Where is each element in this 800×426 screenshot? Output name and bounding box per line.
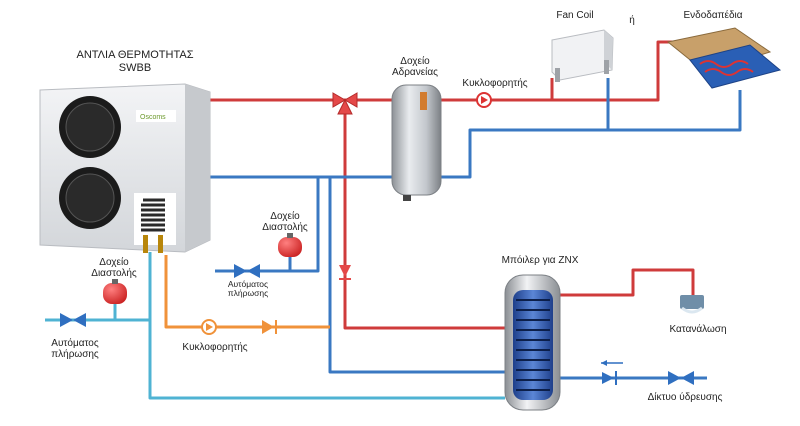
circulator-bottom-label: Κυκλοφορητής	[182, 342, 248, 353]
faucet-icon	[680, 295, 704, 314]
pipe-hot-3way-to-boiler	[343, 110, 505, 330]
underfloor-label: Ενδοδαπέδια	[683, 10, 743, 21]
check-valve-icon	[339, 265, 351, 280]
auto-fill-left-label-line-2: πλήρωσης	[51, 349, 99, 360]
pipe-hot-dhw-outlet	[560, 268, 695, 297]
dhw-boiler	[504, 274, 561, 411]
pipes	[45, 40, 742, 400]
fan-coil-label: Fan Coil	[556, 10, 594, 21]
expansion-tank-left-label-line-1: Δοχείο	[99, 257, 129, 268]
circulator-pump-icon-top	[476, 92, 492, 108]
coil-heat-exchanger	[134, 193, 176, 253]
water-network-label: Δίκτυο ύδρευσης	[647, 392, 723, 403]
heat-pump-unit: Oscoms	[39, 83, 211, 253]
or-label: ή	[629, 15, 635, 26]
circulator-top-label: Κυκλοφορητής	[462, 78, 528, 89]
fan-coil-unit	[551, 29, 614, 82]
pipe-cyan-bottom	[148, 320, 505, 400]
buffer-tank	[391, 84, 442, 201]
auto-fill-mid-label-line-1: Αυτόματος	[227, 279, 269, 289]
expansion-tank-mid-label: Δοχείο Διαστολής	[255, 211, 315, 233]
heat-pump-title-line-1: ΑΝΤΛΙΑ ΘΕΡΜΟΤΗΤΑΣ	[76, 49, 194, 61]
expansion-tank-icon-mid	[278, 233, 302, 257]
pipe-cold-return-from-emitters	[441, 78, 610, 179]
consumption-label: Κατανάλωση	[669, 324, 727, 335]
mains-check-valve-icon	[601, 360, 623, 385]
three-way-valve-icon	[332, 92, 358, 115]
underfloor-heating-icon	[666, 27, 782, 89]
pipe-cold-to-boiler-bottom	[328, 177, 505, 374]
check-valve-icon-orange	[262, 320, 277, 334]
expansion-tank-left-label: Δοχείο Διαστολής	[84, 257, 144, 279]
dhw-boiler-label: Μπόιλερ για ΖΝΧ	[501, 255, 579, 266]
auto-fill-mid-label: Αυτόματος πλήρωσης	[220, 280, 276, 298]
brand-logo: Oscoms	[140, 114, 166, 121]
buffer-tank-label: Δοχείο Αδρανείας	[380, 56, 450, 78]
heat-pump-title: ΑΝΤΛΙΑ ΘΕΡΜΟΤΗΤΑΣ SWBB	[60, 49, 210, 75]
mains-shutoff-valve-icon	[668, 371, 694, 385]
pipe-cold-return-underfloor	[608, 90, 742, 132]
buffer-tank-label-line-1: Δοχείο	[400, 56, 430, 67]
auto-fill-left-label: Αυτόματος πλήρωσης	[40, 338, 110, 360]
expansion-tank-icon-left	[103, 279, 127, 304]
auto-fill-mid-label-line-2: πλήρωσης	[227, 288, 269, 298]
auto-fill-valve-icon-mid	[234, 264, 260, 278]
auto-fill-valve-icon-left	[60, 313, 86, 327]
expansion-tank-mid-label-line-2: Διαστολής	[262, 222, 308, 233]
circulator-pump-icon-bottom	[201, 319, 217, 335]
buffer-tank-label-line-2: Αδρανείας	[392, 67, 438, 78]
heat-pump-title-line-2: SWBB	[118, 62, 152, 74]
expansion-tank-mid-label-line-1: Δοχείο	[270, 211, 300, 222]
auto-fill-left-label-line-1: Αυτόματος	[51, 338, 99, 349]
expansion-tank-left-label-line-2: Διαστολής	[91, 268, 137, 279]
